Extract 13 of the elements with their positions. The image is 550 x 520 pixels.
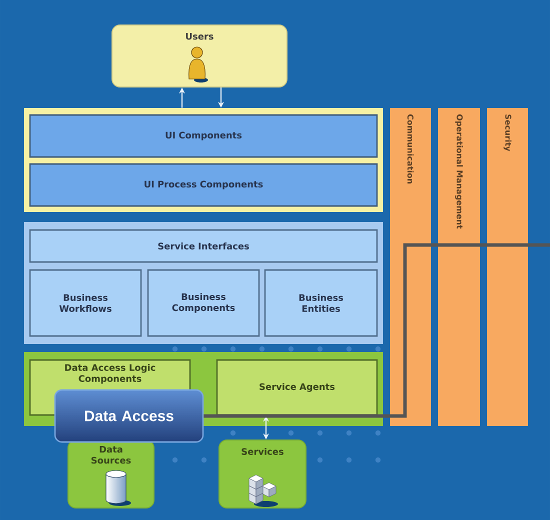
component-box: Service Interfaces: [29, 229, 378, 263]
component-box: UI Process Components: [29, 163, 378, 207]
component-box: Service Agents: [216, 359, 378, 416]
column-box: Security: [487, 108, 528, 426]
column-box: Communication: [390, 108, 431, 426]
connector-line: [204, 243, 550, 418]
component-box: UI Components: [29, 114, 378, 158]
component-box: Business Entities: [264, 269, 378, 337]
column-box: Operational Management: [438, 108, 480, 426]
component-box: Business Workflows: [29, 269, 142, 337]
component-box: Business Components: [147, 269, 260, 337]
rounded-box: Users: [112, 24, 288, 88]
callout-box: Data Access: [54, 389, 204, 443]
